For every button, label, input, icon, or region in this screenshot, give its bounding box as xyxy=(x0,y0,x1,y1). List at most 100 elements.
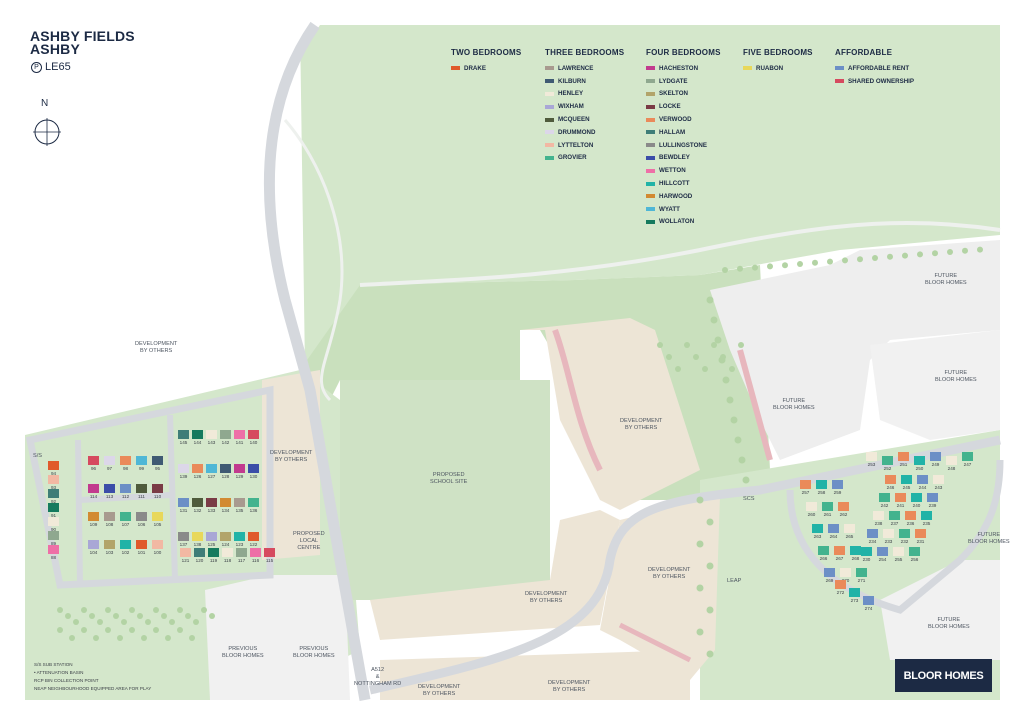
house-plot[interactable] xyxy=(248,430,259,439)
house-plot[interactable] xyxy=(48,503,59,512)
house-plot[interactable] xyxy=(120,512,131,521)
house-plot[interactable] xyxy=(933,475,944,484)
house-plot[interactable] xyxy=(222,548,233,557)
house-plot[interactable] xyxy=(220,498,231,507)
house-plot[interactable] xyxy=(208,548,219,557)
house-plot[interactable] xyxy=(849,588,860,597)
house-plot[interactable] xyxy=(818,546,829,555)
house-plot[interactable] xyxy=(88,484,99,493)
house-plot[interactable] xyxy=(48,461,59,470)
house-plot[interactable] xyxy=(248,464,259,473)
house-plot[interactable] xyxy=(206,430,217,439)
house-plot[interactable] xyxy=(905,511,916,520)
house-plot[interactable] xyxy=(180,548,191,557)
house-plot[interactable] xyxy=(863,596,874,605)
house-plot[interactable] xyxy=(840,568,851,577)
house-plot[interactable] xyxy=(88,456,99,465)
house-plot[interactable] xyxy=(194,548,205,557)
house-plot[interactable] xyxy=(835,580,846,589)
house-plot[interactable] xyxy=(867,529,878,538)
house-plot[interactable] xyxy=(822,502,833,511)
house-plot[interactable] xyxy=(104,484,115,493)
house-plot[interactable] xyxy=(136,540,147,549)
house-plot[interactable] xyxy=(206,498,217,507)
house-plot[interactable] xyxy=(220,532,231,541)
house-plot[interactable] xyxy=(930,452,941,461)
house-plot[interactable] xyxy=(927,493,938,502)
house-plot[interactable] xyxy=(812,524,823,533)
house-plot[interactable] xyxy=(192,532,203,541)
house-plot[interactable] xyxy=(850,546,861,555)
house-plot[interactable] xyxy=(136,456,147,465)
house-plot[interactable] xyxy=(250,548,261,557)
house-plot[interactable] xyxy=(895,493,906,502)
house-plot[interactable] xyxy=(844,524,855,533)
house-plot[interactable] xyxy=(178,498,189,507)
house-plot[interactable] xyxy=(893,547,904,556)
house-plot[interactable] xyxy=(236,548,247,557)
house-plot[interactable] xyxy=(909,547,920,556)
house-plot[interactable] xyxy=(48,475,59,484)
house-plot[interactable] xyxy=(856,568,867,577)
house-plot[interactable] xyxy=(104,456,115,465)
house-plot[interactable] xyxy=(152,484,163,493)
house-plot[interactable] xyxy=(885,475,896,484)
house-plot[interactable] xyxy=(946,456,957,465)
house-plot[interactable] xyxy=(898,452,909,461)
house-plot[interactable] xyxy=(914,456,925,465)
house-plot[interactable] xyxy=(104,540,115,549)
house-plot[interactable] xyxy=(899,529,910,538)
house-plot[interactable] xyxy=(248,532,259,541)
house-plot[interactable] xyxy=(901,475,912,484)
house-plot[interactable] xyxy=(206,464,217,473)
house-plot[interactable] xyxy=(248,498,259,507)
house-plot[interactable] xyxy=(824,568,835,577)
house-plot[interactable] xyxy=(104,512,115,521)
house-plot[interactable] xyxy=(220,430,231,439)
house-plot[interactable] xyxy=(152,540,163,549)
house-plot[interactable] xyxy=(921,511,932,520)
house-plot[interactable] xyxy=(192,498,203,507)
house-plot[interactable] xyxy=(917,475,928,484)
house-plot[interactable] xyxy=(816,480,827,489)
house-plot[interactable] xyxy=(889,511,900,520)
house-plot[interactable] xyxy=(234,532,245,541)
house-plot[interactable] xyxy=(120,456,131,465)
house-plot[interactable] xyxy=(48,531,59,540)
house-plot[interactable] xyxy=(234,430,245,439)
house-plot[interactable] xyxy=(806,502,817,511)
house-plot[interactable] xyxy=(192,430,203,439)
house-plot[interactable] xyxy=(178,430,189,439)
house-plot[interactable] xyxy=(911,493,922,502)
house-plot[interactable] xyxy=(88,540,99,549)
house-plot[interactable] xyxy=(88,512,99,521)
house-plot[interactable] xyxy=(178,532,189,541)
house-plot[interactable] xyxy=(800,480,811,489)
house-plot[interactable] xyxy=(861,547,872,556)
house-plot[interactable] xyxy=(48,489,59,498)
house-plot[interactable] xyxy=(48,545,59,554)
house-plot[interactable] xyxy=(879,493,890,502)
house-plot[interactable] xyxy=(962,452,973,461)
house-plot[interactable] xyxy=(220,464,231,473)
house-plot[interactable] xyxy=(48,517,59,526)
house-plot[interactable] xyxy=(915,529,926,538)
house-plot[interactable] xyxy=(136,484,147,493)
house-plot[interactable] xyxy=(178,464,189,473)
house-plot[interactable] xyxy=(206,532,217,541)
house-plot[interactable] xyxy=(234,464,245,473)
house-plot[interactable] xyxy=(882,456,893,465)
house-plot[interactable] xyxy=(877,547,888,556)
house-plot[interactable] xyxy=(866,452,877,461)
house-plot[interactable] xyxy=(834,546,845,555)
house-plot[interactable] xyxy=(883,529,894,538)
house-plot[interactable] xyxy=(234,498,245,507)
house-plot[interactable] xyxy=(120,540,131,549)
house-plot[interactable] xyxy=(264,548,275,557)
house-plot[interactable] xyxy=(828,524,839,533)
house-plot[interactable] xyxy=(136,512,147,521)
house-plot[interactable] xyxy=(152,512,163,521)
house-plot[interactable] xyxy=(192,464,203,473)
house-plot[interactable] xyxy=(120,484,131,493)
house-plot[interactable] xyxy=(873,511,884,520)
